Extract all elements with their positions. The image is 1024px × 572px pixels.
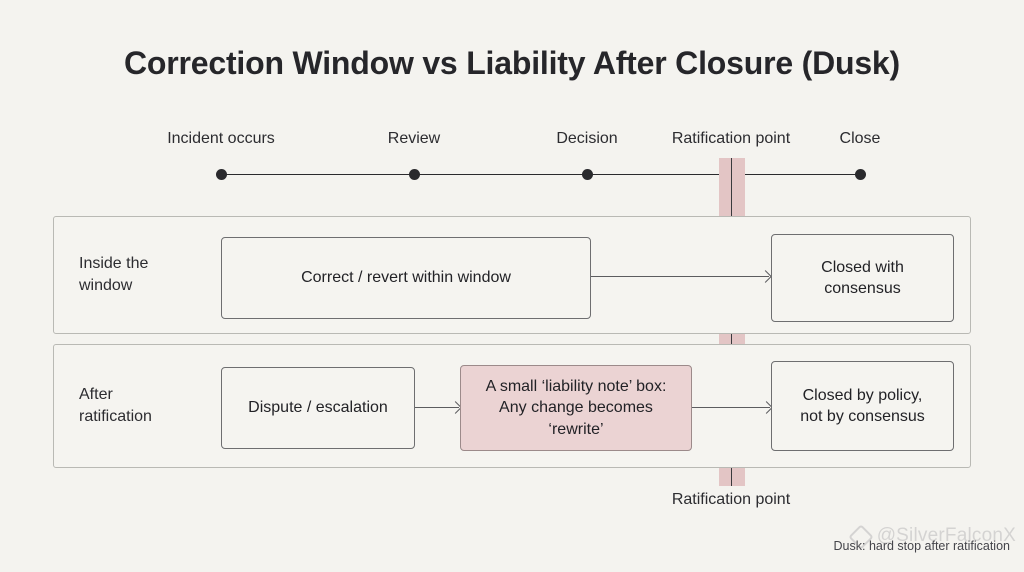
timeline-dot-close xyxy=(854,169,866,180)
box-closed-by-policy[interactable]: Closed by policy, not by consensus xyxy=(771,361,954,451)
timeline-label-decision: Decision xyxy=(556,130,618,147)
arrow-liability-note-to-closed-by-policy xyxy=(692,407,770,408)
timeline-label-incident-occurs: Incident occurs xyxy=(167,130,275,147)
timeline-dot-decision xyxy=(581,169,593,180)
row-inside-the-window: Inside the window Correct / revert withi… xyxy=(53,216,971,334)
ratification-point-caption: Ratification point xyxy=(671,491,791,508)
timeline-dot-incident-occurs xyxy=(215,169,227,180)
timeline-label-ratification-point: Ratification point xyxy=(671,130,791,147)
page-title: Correction Window vs Liability After Clo… xyxy=(124,45,900,81)
box-liability-note[interactable]: A small ‘liability note’ box: Any change… xyxy=(460,365,692,451)
timeline-label-review: Review xyxy=(387,130,441,147)
row-after-ratification: After ratification Dispute / escalation … xyxy=(53,344,971,468)
arrow-correct-to-closed-consensus xyxy=(591,276,769,277)
timeline-axis xyxy=(221,174,861,175)
box-closed-with-consensus[interactable]: Closed with consensus xyxy=(771,234,954,322)
row-label-after-ratification: After ratification xyxy=(79,385,152,425)
timeline-dot-review xyxy=(408,169,420,180)
box-correct-revert-within-window[interactable]: Correct / revert within window xyxy=(221,237,591,319)
footnote-text: Dusk: hard stop after ratification xyxy=(833,539,1010,553)
timeline: Incident occurs Review Decision Ratifica… xyxy=(0,130,1024,190)
timeline-label-close: Close xyxy=(839,130,881,147)
box-dispute-escalation[interactable]: Dispute / escalation xyxy=(221,367,415,449)
arrow-dispute-to-liability-note xyxy=(415,407,459,408)
row-label-inside-the-window: Inside the window xyxy=(79,254,149,294)
